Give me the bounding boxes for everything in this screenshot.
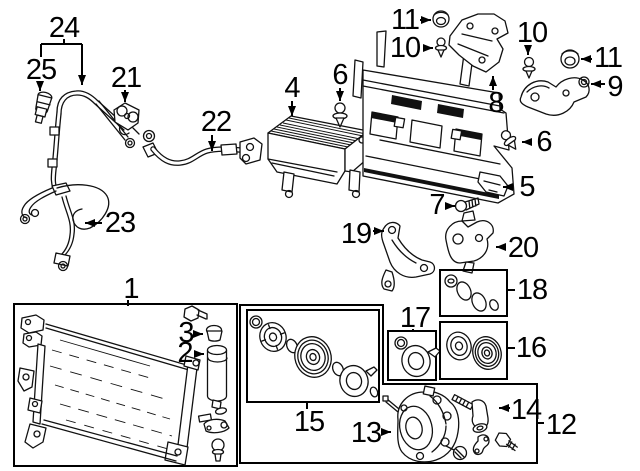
part-label-1[interactable]: 1 [123, 273, 139, 305]
condenser-bolt-drawing [183, 305, 208, 322]
mount-hardware-drawing [451, 394, 518, 456]
compressor-box [239, 304, 538, 464]
part-label-11a[interactable]: 11 [391, 4, 420, 36]
part-label-10b[interactable]: 10 [517, 17, 548, 49]
part-label-4[interactable]: 4 [284, 72, 301, 104]
part-label-13[interactable]: 13 [351, 417, 382, 449]
bracket-9-drawing [519, 76, 590, 116]
part-label-6b[interactable]: 6 [536, 126, 552, 158]
part-label-14[interactable]: 14 [511, 394, 543, 426]
part-label-2[interactable]: 2 [177, 337, 193, 369]
condenser-drawing [17, 314, 201, 466]
ac-pipe-drawing [142, 129, 263, 166]
part-label-24[interactable]: 24 [49, 12, 81, 44]
part-label-18[interactable]: 18 [517, 274, 548, 306]
part-label-9[interactable]: 9 [607, 71, 623, 103]
grille-shutter-drawing [267, 115, 375, 199]
clip-10a-drawing [434, 37, 448, 58]
grommet-11b-drawing [560, 49, 580, 69]
bracket-20-drawing [445, 210, 494, 274]
part-label-25[interactable]: 25 [26, 54, 57, 86]
compressor-drawing [382, 385, 468, 463]
cap-3-drawing [205, 324, 223, 342]
part-label-22[interactable]: 22 [201, 106, 232, 138]
part-label-21[interactable]: 21 [111, 62, 142, 94]
grommet-11a-drawing [432, 10, 450, 28]
hose-assembly-drawing [19, 90, 136, 272]
condenser-mount-parts-drawing [197, 407, 230, 462]
part-label-16[interactable]: 16 [516, 332, 547, 364]
pressure-sensor-drawing [34, 91, 53, 124]
pulley-box [439, 321, 508, 380]
part-label-20[interactable]: 20 [508, 232, 539, 264]
clip-6b-drawing [500, 130, 517, 150]
part-label-5[interactable]: 5 [519, 171, 535, 203]
bracket-8-drawing [448, 13, 509, 73]
part-label-11b[interactable]: 11 [594, 42, 623, 74]
part-label-3[interactable]: 3 [178, 317, 194, 349]
part-label-7[interactable]: 7 [429, 189, 445, 221]
part-label-23[interactable]: 23 [105, 207, 136, 239]
part-label-8[interactable]: 8 [488, 87, 504, 119]
part-label-19[interactable]: 19 [341, 218, 372, 250]
seal-kit-box [439, 269, 508, 317]
callout-leaders [36, 16, 605, 436]
part-label-6a[interactable]: 6 [332, 59, 348, 91]
part-label-12[interactable]: 12 [546, 409, 577, 441]
part-label-17[interactable]: 17 [400, 302, 431, 334]
radiator-support-drawing [352, 30, 515, 204]
bolt-7-drawing [454, 197, 480, 213]
part-label-10a[interactable]: 10 [390, 32, 421, 64]
receiver-drier-drawing [206, 344, 228, 410]
condenser-box [13, 303, 238, 467]
bracket-19-drawing [380, 221, 436, 292]
callout-labels: 24 25 21 22 23 4 6 11 10 10 11 8 9 6 5 7… [26, 4, 624, 449]
pipe-clamp-drawing [113, 102, 140, 136]
clip-10b-drawing [522, 56, 536, 79]
coil-box [387, 330, 441, 381]
part-label-15[interactable]: 15 [294, 406, 325, 438]
clip-6a-drawing [332, 102, 348, 128]
clutch-set-drawing [249, 315, 379, 398]
